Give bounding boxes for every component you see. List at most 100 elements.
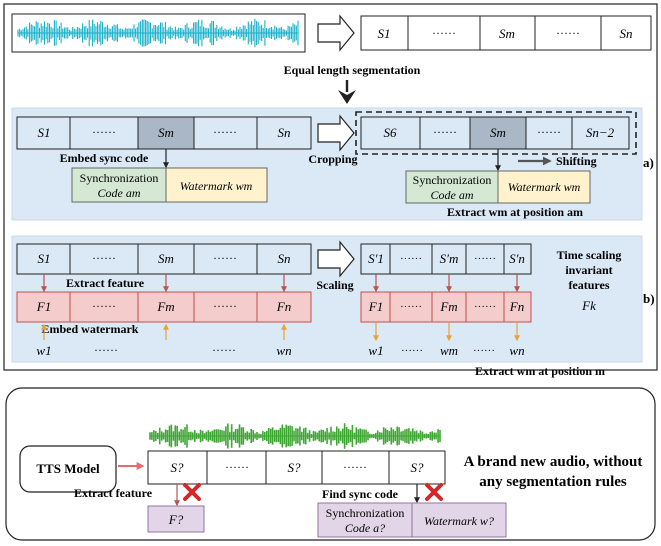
b-left-fm: Fm — [156, 299, 174, 314]
b-left-wdots-2: ······ — [212, 343, 236, 357]
top-section: S1 ······ Sm ······ Sn Equal length segm… — [3, 3, 658, 378]
down-arrow-icon — [338, 90, 356, 104]
panel-a-tag: a) — [643, 155, 654, 170]
embed-sync-label: Embed sync code — [60, 151, 149, 165]
bottom-sync-line2: Code a? — [345, 521, 385, 535]
b-right-sm: S′m — [440, 251, 459, 266]
find-sync-label: Find sync code — [322, 487, 399, 501]
top-segment-dots-2: ······ — [556, 26, 580, 40]
a-extract-label: Extract wm at position am — [447, 205, 583, 219]
cross-icon — [183, 483, 201, 501]
crop-window — [355, 111, 637, 155]
a-left-sm: Sm — [158, 125, 174, 140]
b-right-wm: wm — [440, 343, 458, 358]
headline-line1: A brand new audio, without — [464, 454, 643, 470]
b-left-wn: wn — [276, 343, 291, 358]
bottom-watermark-box — [411, 502, 507, 538]
audio-waveform-icon — [17, 18, 299, 48]
b-right-dots-2: ······ — [474, 253, 496, 265]
extract-feature-label: Extract feature — [66, 276, 145, 290]
a-right-sync-line1: Synchronization — [413, 173, 492, 187]
invariant-line2: invariant — [565, 263, 612, 277]
b-extract-label: Extract wm at position m — [475, 364, 605, 378]
b-left-fdots-1: ······ — [92, 299, 116, 313]
panel-b-tag: b) — [643, 291, 655, 306]
a-left-s1: S1 — [38, 125, 51, 140]
top-segments: S1 ······ Sm ······ Sn — [360, 15, 652, 51]
a-left-watermark-box — [165, 167, 268, 203]
b-left-sn: Sn — [278, 251, 291, 266]
scaling-label: Scaling — [316, 278, 353, 292]
bottom-sync-box — [317, 502, 413, 538]
a-left-dots-2: ······ — [213, 125, 237, 139]
panel-b: S1 ······ Sm ······ Sn Extract feature F… — [11, 235, 643, 378]
b-left-f1: F1 — [36, 299, 51, 314]
a-right-sync-line2: Code am — [431, 188, 474, 202]
a-right-sn-2: Sn−2 — [586, 125, 615, 140]
b-right-fdots-1: ······ — [400, 301, 422, 313]
a-left-dots-1: ······ — [92, 125, 116, 139]
a-right-sm: Sm — [490, 125, 506, 140]
generated-audio-waveform-icon — [149, 423, 441, 449]
b-left-fdots-2: ······ — [213, 299, 237, 313]
a-left-sync-line2: Code am — [98, 186, 141, 200]
segmentation-arrow-icon — [317, 14, 355, 52]
b-right-f1: F1 — [368, 299, 383, 314]
cross-icon — [425, 483, 443, 501]
bottom-segment-dots-2: ······ — [343, 460, 367, 474]
scaling-arrow-icon — [317, 240, 355, 278]
b-right-wdots-1: ······ — [401, 345, 423, 357]
b-right-dots-1: ······ — [400, 253, 422, 265]
b-right-w1: w1 — [368, 343, 383, 358]
bottom-segment-dots-1: ······ — [225, 460, 249, 474]
bottom-sync-line1: Synchronization — [326, 506, 405, 520]
tts-model-label: TTS Model — [36, 461, 100, 476]
b-right-s1: S′1 — [368, 251, 384, 266]
invariant-line1: Time scaling — [557, 248, 622, 262]
b-left-fn: Fn — [276, 299, 291, 314]
a-left-sync-line1: Synchronization — [80, 171, 159, 185]
a-left-sn: Sn — [278, 125, 291, 140]
bottom-segment-1: S? — [171, 460, 185, 475]
bottom-extract-feature-label: Extract feature — [74, 486, 153, 500]
top-segment-s1: S1 — [378, 26, 391, 41]
headline-line2: any segmentation rules — [479, 474, 627, 490]
equal-length-label: Equal length segmentation — [284, 63, 421, 77]
b-right-wn: wn — [509, 343, 524, 358]
a-right-dots-1: ······ — [433, 125, 457, 139]
b-left-w1: w1 — [36, 343, 51, 358]
b-right-fn: Fn — [509, 299, 524, 314]
bottom-feature-text: F? — [168, 512, 184, 527]
cropping-arrow-icon — [317, 114, 355, 152]
bottom-section: TTS Model S? ······ S? ······ S? Extract… — [5, 387, 656, 541]
invariant-line3: features — [568, 278, 609, 292]
fk-label: Fk — [581, 298, 596, 313]
a-right-sync-box — [405, 170, 499, 204]
segment-sm-right-highlight — [469, 116, 527, 150]
b-left-wdots-1: ······ — [94, 343, 118, 357]
b-left-dots-1: ······ — [92, 251, 116, 265]
a-left-sync-box — [71, 167, 167, 203]
top-segment-dots-1: ······ — [432, 26, 456, 40]
bottom-watermark-text: Watermark w? — [424, 514, 494, 528]
bottom-segment-2: S? — [288, 460, 302, 475]
tts-model-box — [19, 445, 117, 493]
top-segment-sm: Sm — [499, 26, 515, 41]
bottom-segment-3: S? — [411, 460, 425, 475]
bottom-feature-box — [147, 505, 205, 533]
b-right-fdots-2: ······ — [474, 301, 496, 313]
a-right-watermark-text: Watermark wm — [508, 180, 581, 194]
a-right-watermark-box — [497, 170, 591, 204]
embed-watermark-label: Embed watermark — [42, 322, 139, 336]
shifting-label: Shifting — [556, 154, 597, 168]
a-right-s6: S6 — [384, 125, 398, 140]
cropping-label: Cropping — [308, 152, 357, 166]
top-segment-sn: Sn — [620, 26, 633, 41]
b-right-wdots-2: ······ — [473, 345, 495, 357]
a-right-dots-2: ······ — [537, 125, 561, 139]
b-right-sn: S′n — [509, 251, 525, 266]
panel-a: S1 ······ Sm ······ Sn Embed sync code S… — [11, 107, 643, 221]
b-left-dots-2: ······ — [213, 251, 237, 265]
a-left-watermark-text: Watermark wm — [180, 179, 253, 193]
